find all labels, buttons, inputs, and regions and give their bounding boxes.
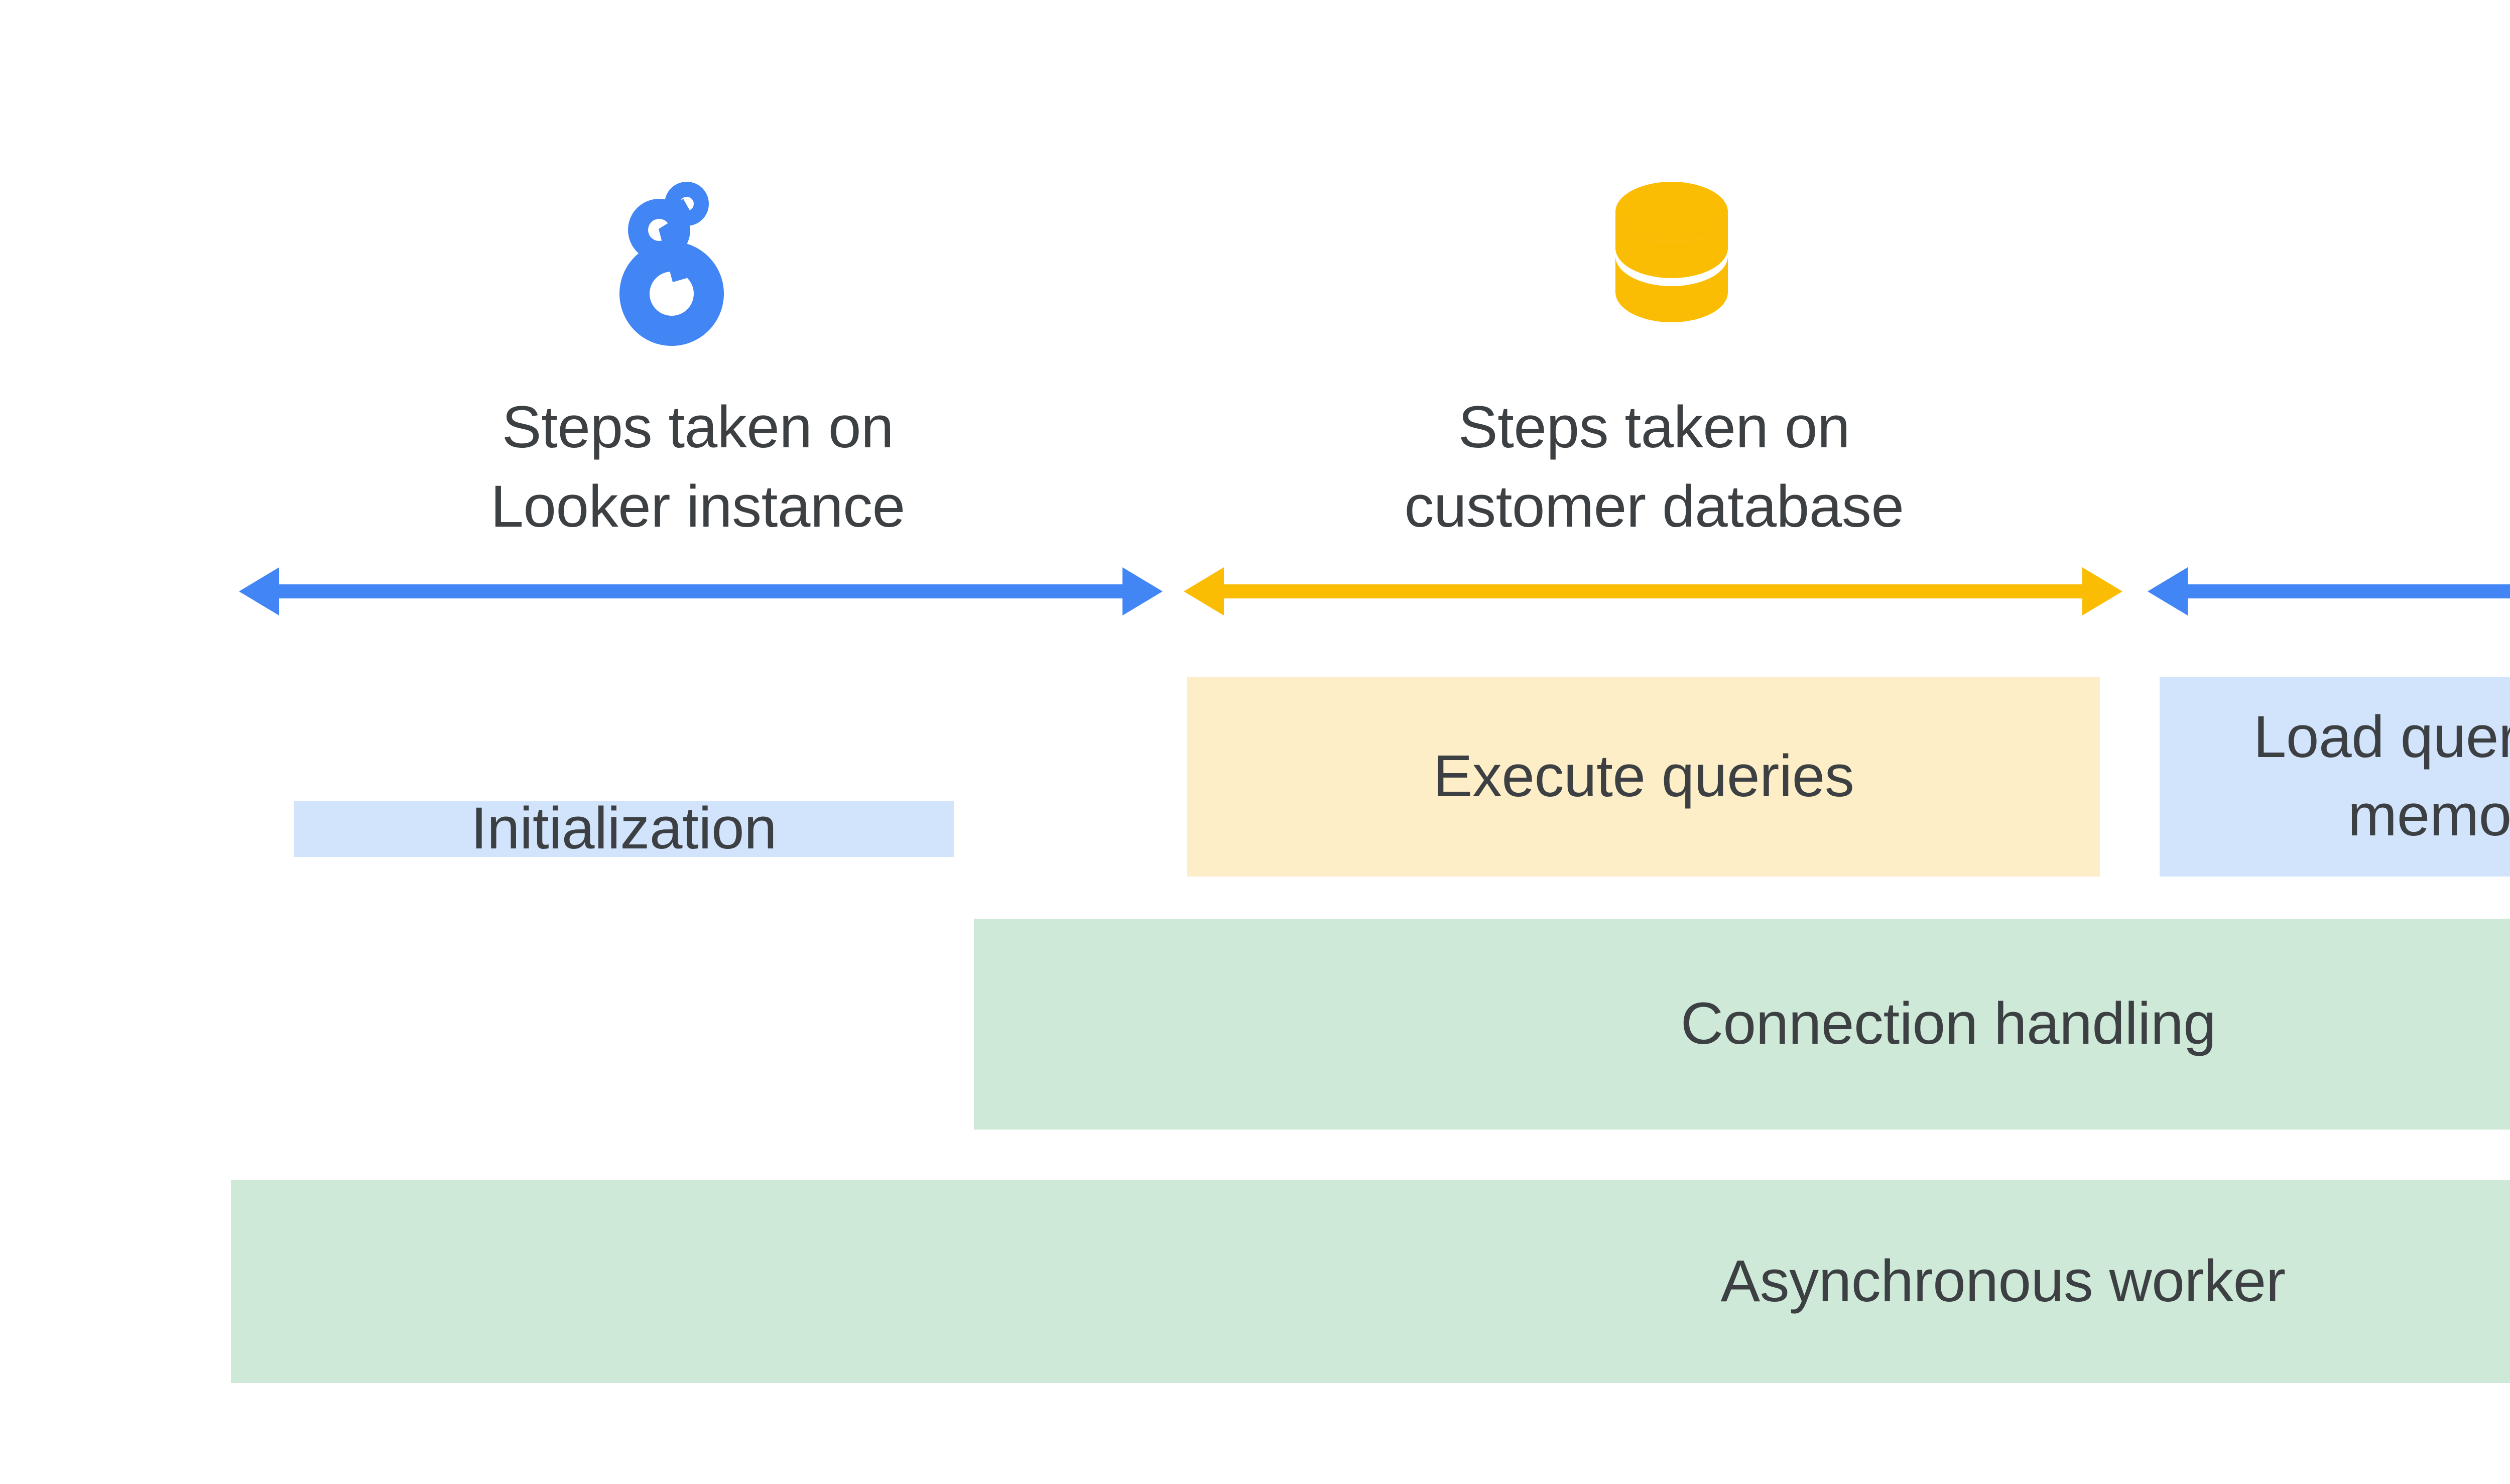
phase-box-connection-handling[interactable]: Connection handling [974, 919, 2510, 1130]
database-icon [1586, 149, 1757, 349]
phase-box-load-queries[interactable]: Load queries in memory [2160, 677, 2510, 877]
phase-box-execute-queries[interactable]: Execute queries [1187, 677, 2100, 877]
looker-logo-icon [616, 149, 787, 349]
phase-label-looker-left: Steps taken on Looker instance [490, 394, 905, 540]
phase-arrow-band [0, 551, 2510, 632]
phase-box-async-worker[interactable]: Asynchronous worker [231, 1180, 2510, 1383]
phase-label-customer-db: Steps taken on customer database [1404, 394, 1904, 540]
arrow-looker-left [239, 567, 1163, 615]
phase-box-initialization[interactable]: Initialization [294, 795, 954, 861]
arrow-looker-right [2148, 567, 2510, 615]
arrow-customer-db [1184, 567, 2122, 615]
